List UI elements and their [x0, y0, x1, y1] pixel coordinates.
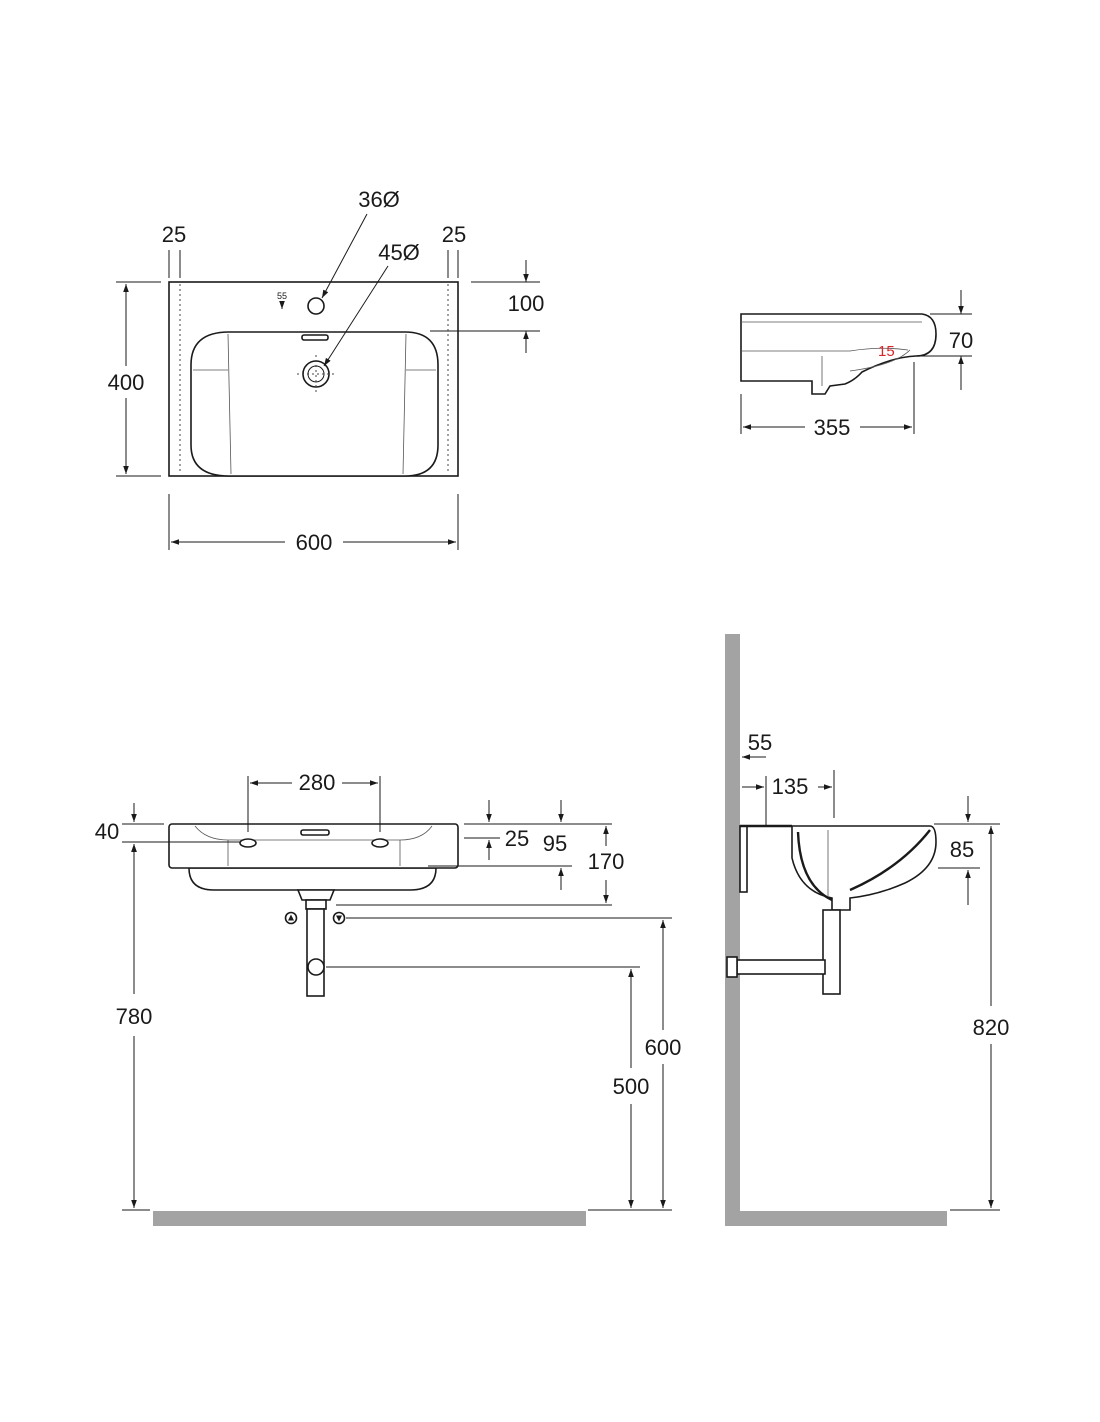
dim-hole-spacing: 280 — [299, 770, 336, 795]
dim-top-offset: 40 — [95, 819, 119, 844]
section-view: 15 70 355 — [740, 290, 973, 440]
floor-line — [725, 1211, 947, 1226]
dim-width: 600 — [296, 530, 333, 555]
leader-drain — [323, 265, 389, 367]
overflow-slot — [301, 334, 329, 341]
dim-tap-hole: 36Ø — [358, 187, 400, 212]
angle-arc — [849, 349, 911, 372]
section-bowl-curve — [741, 347, 909, 352]
dim-rim-to-bowl: 100 — [508, 291, 545, 316]
dim-wall-to-drain: 135 — [772, 774, 809, 799]
water-inlet-hot-icon — [284, 911, 298, 925]
side-waste-pipe — [822, 909, 841, 995]
section-outline — [740, 313, 937, 395]
dim-floor-to-waste: 600 — [645, 1035, 682, 1060]
dim-rim-height: 70 — [949, 328, 973, 353]
overflow-slot — [300, 829, 330, 836]
side-basin-inner — [796, 831, 833, 902]
floor-line — [153, 1211, 586, 1226]
front-underside — [188, 867, 437, 891]
dim-front-height: 85 — [950, 837, 974, 862]
waste-pipe-top — [305, 899, 327, 910]
bowl-outline — [190, 331, 439, 477]
water-inlet-cold-icon — [332, 911, 346, 925]
dim-floor-to-trap: 500 — [613, 1074, 650, 1099]
front-view: 280 40 25 95 170 780 600 — [95, 770, 682, 1226]
angle-label: 15 — [878, 343, 895, 360]
top-view: 25 25 36Ø 45Ø 55 100 400 600 — [108, 187, 545, 555]
dim-rim-depth: 95 — [543, 831, 567, 856]
waste-outlet — [296, 889, 336, 901]
dim-margin-left: 25 — [162, 222, 186, 247]
leader-tap-hole — [321, 213, 368, 299]
dim-drain: 45Ø — [378, 240, 420, 265]
wall-bracket — [739, 825, 748, 893]
wall-gap — [740, 918, 742, 924]
front-basin-body — [168, 823, 459, 869]
dim-tap-offset: 55 — [277, 291, 287, 301]
mount-hole-left — [239, 838, 257, 848]
side-trap-arm — [736, 959, 826, 975]
wall — [725, 634, 740, 1226]
mount-hole-right — [371, 838, 389, 848]
dim-wall-gap: 55 — [748, 730, 772, 755]
dim-margin-right: 25 — [442, 222, 466, 247]
dim-depth: 400 — [108, 370, 145, 395]
waste-pipe — [306, 908, 325, 997]
wall-flange — [726, 956, 738, 978]
side-bowl-line — [849, 829, 931, 892]
side-basin-outline — [791, 825, 937, 911]
bowl-shadow-line-left — [227, 333, 232, 475]
side-view: 55 135 85 820 — [725, 634, 1009, 1226]
trap-connector — [307, 958, 325, 976]
tap-hole — [307, 297, 325, 315]
front-bowl-line — [194, 825, 433, 841]
dim-hole-offset: 25 — [505, 826, 529, 851]
bowl-shadow-line-right — [402, 333, 407, 475]
dim-floor-to-top: 780 — [116, 1004, 153, 1029]
dim-total-height: 170 — [588, 849, 625, 874]
dim-section-depth: 355 — [814, 415, 851, 440]
dim-floor-to-rim: 820 — [973, 1015, 1010, 1040]
